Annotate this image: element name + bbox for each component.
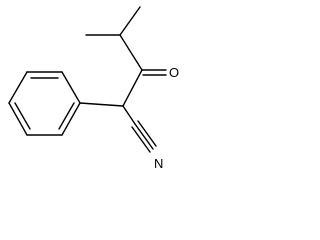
oxygen-atom-label: O <box>169 65 179 80</box>
bond-ring-5 <box>8 102 28 136</box>
bond-isopropyl-to-carbonyl <box>119 34 143 71</box>
chemical-structure: O N <box>8 6 179 171</box>
phenyl-ring <box>8 71 124 136</box>
triple-bond-line-1 <box>134 123 154 150</box>
bond-ring-2 <box>61 71 81 104</box>
ketone-group: O <box>122 65 179 107</box>
bond-alpha-carbon-to-nitrile-carbon <box>122 105 136 125</box>
bond-ring-6 <box>8 71 28 104</box>
triple-bond-line-3 <box>131 126 151 153</box>
isopropyl-group <box>85 6 143 71</box>
aromatic-inner-bond-2 <box>58 102 75 130</box>
nitrile-group: N <box>122 105 163 171</box>
bond-carbonyl-to-alpha-carbon <box>122 69 143 107</box>
bond-ring-3 <box>61 102 81 136</box>
nitrogen-atom-label: N <box>154 156 163 171</box>
bond-methyl-right <box>119 6 141 36</box>
triple-bond-line-2 <box>137 120 157 147</box>
aromatic-inner-bond-3 <box>14 102 31 130</box>
bond-phenyl-to-alpha-carbon <box>79 102 124 107</box>
